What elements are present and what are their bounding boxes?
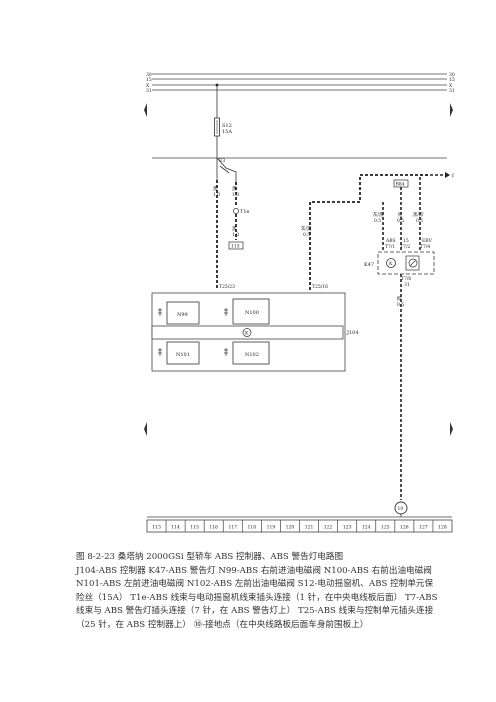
- t7-4-label: T7/4: [420, 244, 430, 250]
- ref-box-115: [228, 241, 244, 250]
- bus-label-30-right: 30: [449, 72, 455, 78]
- ground-label: 10: [398, 506, 404, 512]
- wire-size-8: 0.5: [397, 302, 404, 308]
- t1e-connector: [233, 208, 239, 214]
- ruler-cells: 113 114 115 116 117 118 119 120 121 122 123 124 125 1…: [152, 520, 447, 532]
- right-page-arrow[interactable]: [450, 103, 453, 117]
- ruler-cell-118: 118: [248, 525, 257, 531]
- ruler-cell-123: 123: [343, 525, 352, 531]
- wire-size-7: 0.5: [416, 218, 423, 224]
- ruler-cell-116: 116: [209, 525, 218, 531]
- left-page-arrow[interactable]: [144, 103, 147, 117]
- ruler-cell-125: 125: [381, 525, 390, 531]
- k47-label: K47: [364, 262, 374, 268]
- wire-gray-black: [309, 174, 430, 290]
- wire-color-4: 灰/黑: [301, 225, 312, 232]
- lamp-pin-abs: ABS: [385, 238, 396, 244]
- lamp-pin-ebv: EBV: [422, 238, 433, 244]
- pin-31-label: 31: [404, 282, 410, 288]
- fuse-name: S12: [222, 123, 232, 129]
- caption-line-6: （25 针，在 ABS 控制器上） ⑩-接地点（在中央线路板后面车身前围板上）: [76, 619, 369, 630]
- k47-lamp-symbol: [386, 258, 396, 268]
- caption-line-5: 线束与 ABS 警告灯插头连接（7 针，在 ABS 警告灯上） T25-ABS …: [76, 606, 434, 616]
- bus-label-x-left: X: [146, 83, 150, 89]
- bus-label-15-left: 15: [146, 77, 152, 83]
- wire-size-6: 0.5: [397, 218, 404, 224]
- t7-2-label: T7/2: [400, 244, 410, 250]
- junction-label: E3: [219, 158, 225, 164]
- fuse-rating: 15A: [222, 129, 232, 135]
- t7-1-label: T7/1: [385, 244, 395, 250]
- bus-label-x-right: X: [449, 83, 453, 89]
- wire-color-5: 灰/黑: [373, 211, 384, 218]
- n102-label: N102: [245, 352, 259, 358]
- t25-16-label: T25/16: [312, 284, 328, 290]
- ruler-cell-121: 121: [305, 525, 314, 531]
- wire-color-1: 黑: [213, 186, 218, 192]
- arrow-label: f: [452, 173, 455, 179]
- n100-valve: [232, 298, 270, 325]
- bus-label-30-left: 30: [146, 72, 152, 78]
- figure-caption: 图 8-2-23 桑塔纳 2000GSi 型轿车 ABS 控制器、ABS 警告灯…: [76, 551, 456, 632]
- caption-title: 图 8-2-23 桑塔纳 2000GSi 型轿车 ABS 控制器、ABS 警告灯…: [76, 552, 344, 562]
- power-bus: [152, 73, 447, 91]
- caption-line-2: J104-ABS 控制器 K47-ABS 警告灯 N99-ABS 右前进油电磁阀…: [76, 565, 432, 576]
- t25-23-label: T25/23: [219, 284, 235, 290]
- wire-size-3: 1.0: [232, 232, 239, 238]
- n99-valve: [166, 301, 200, 325]
- right-page-arrow-lower[interactable]: [450, 422, 453, 436]
- j104-label: J104: [346, 330, 359, 336]
- wire-color-6: 红: [398, 211, 403, 218]
- wire-color-3: 黑: [232, 226, 237, 232]
- caption-line-4: 险丝（15A） T1e-ABS 线束与电动摇窗机线束插头连接（1 针，在中央电线…: [76, 592, 438, 603]
- n101-label: N101: [176, 352, 190, 358]
- ruler-cell-122: 122: [324, 525, 333, 531]
- wire-color-7: 黑/棕: [413, 211, 424, 218]
- ruler-cell-120: 120: [286, 525, 295, 531]
- ruler-cell-117: 117: [228, 525, 237, 531]
- n99-label: N99: [177, 312, 188, 318]
- svg-text:K: K: [245, 331, 249, 337]
- ruler-cell-115: 115: [190, 525, 199, 531]
- ruler-cell-128: 128: [438, 525, 447, 531]
- wire-size-5: 0.5: [374, 218, 381, 224]
- valve-coil-icons: [158, 308, 228, 356]
- controller-module-symbol: [242, 328, 252, 337]
- bus-label-31-left: 31: [146, 88, 152, 94]
- wire-black-brown: [419, 174, 445, 250]
- bus-label-31-right: 31: [449, 88, 455, 94]
- ruler-cell-127: 127: [419, 525, 428, 531]
- ruler-cell-126: 126: [400, 525, 409, 531]
- bus-label-15-right: 15: [449, 77, 455, 83]
- ruler-cell-124: 124: [362, 525, 371, 531]
- wire-color-8: 棕: [397, 295, 402, 302]
- left-page-arrow-lower[interactable]: [144, 422, 147, 436]
- ruler-cell-113: 113: [152, 525, 161, 531]
- t1e-label: T1e: [240, 209, 250, 215]
- t7-6-label: T7/6: [401, 276, 411, 282]
- ruler-cell-114: 114: [171, 525, 180, 531]
- wire-size-4: 0.5: [303, 232, 310, 238]
- n100-label: N100: [245, 310, 259, 316]
- n101-valve: [166, 341, 200, 365]
- continuation-arrow: [445, 172, 450, 178]
- caption-line-3: N101-ABS 左前进油电磁阀 N102-ABS 左前出油电磁阀 S12-电动…: [76, 579, 434, 589]
- ruler-cell-119: 119: [267, 525, 276, 531]
- svg-text:K: K: [389, 261, 393, 267]
- ref-115: 115: [231, 244, 240, 250]
- lamp-pin-15: 15: [403, 238, 409, 244]
- ref-b84: B84: [396, 182, 405, 188]
- n102-valve: [232, 341, 270, 365]
- wire-color-2: 黑: [232, 186, 237, 192]
